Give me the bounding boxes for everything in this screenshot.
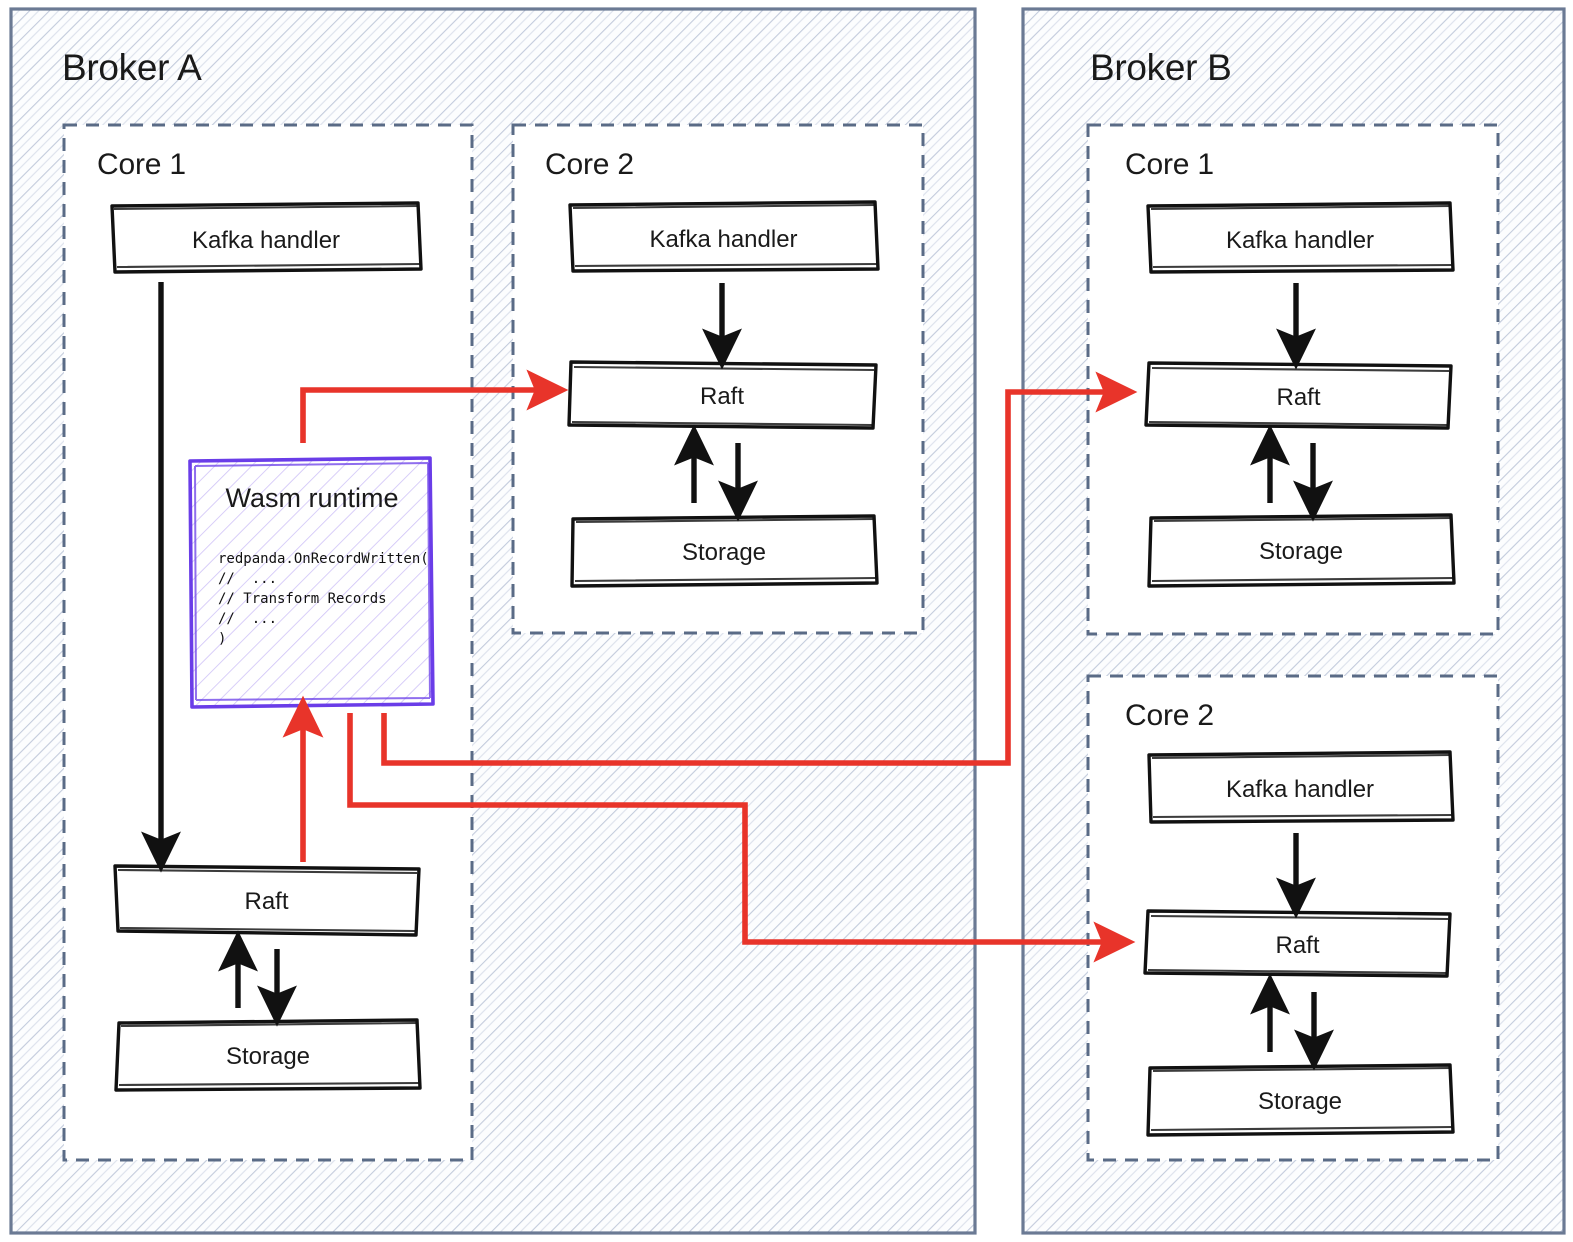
box-wasm-runtime <box>188 456 435 709</box>
box-broker-a-core-1-raft <box>113 864 421 937</box>
box-broker-b-core-2-kafka-handler <box>1147 750 1455 824</box>
box-broker-b-core-2-raft <box>1143 909 1452 978</box>
box-broker-a-core-2-raft <box>567 360 878 430</box>
arrow-wasm-to-b1-raft <box>381 371 1138 766</box>
box-broker-a-core-2-storage <box>570 514 879 588</box>
box-broker-a-core-1-storage <box>114 1018 422 1092</box>
box-broker-a-core-2-kafka-handler <box>568 200 880 273</box>
box-broker-b-core-1-raft <box>1144 361 1453 430</box>
box-broker-b-core-1-storage <box>1147 513 1456 588</box>
box-broker-b-core-2-storage <box>1146 1063 1455 1137</box>
arrow-wasm-to-a2-raft <box>300 369 569 443</box>
arrow-wasm-to-b2-raft <box>347 713 1136 963</box>
box-broker-a-core-1-kafka-handler <box>110 201 423 274</box>
box-broker-b-core-1-kafka-handler <box>1146 201 1455 274</box>
